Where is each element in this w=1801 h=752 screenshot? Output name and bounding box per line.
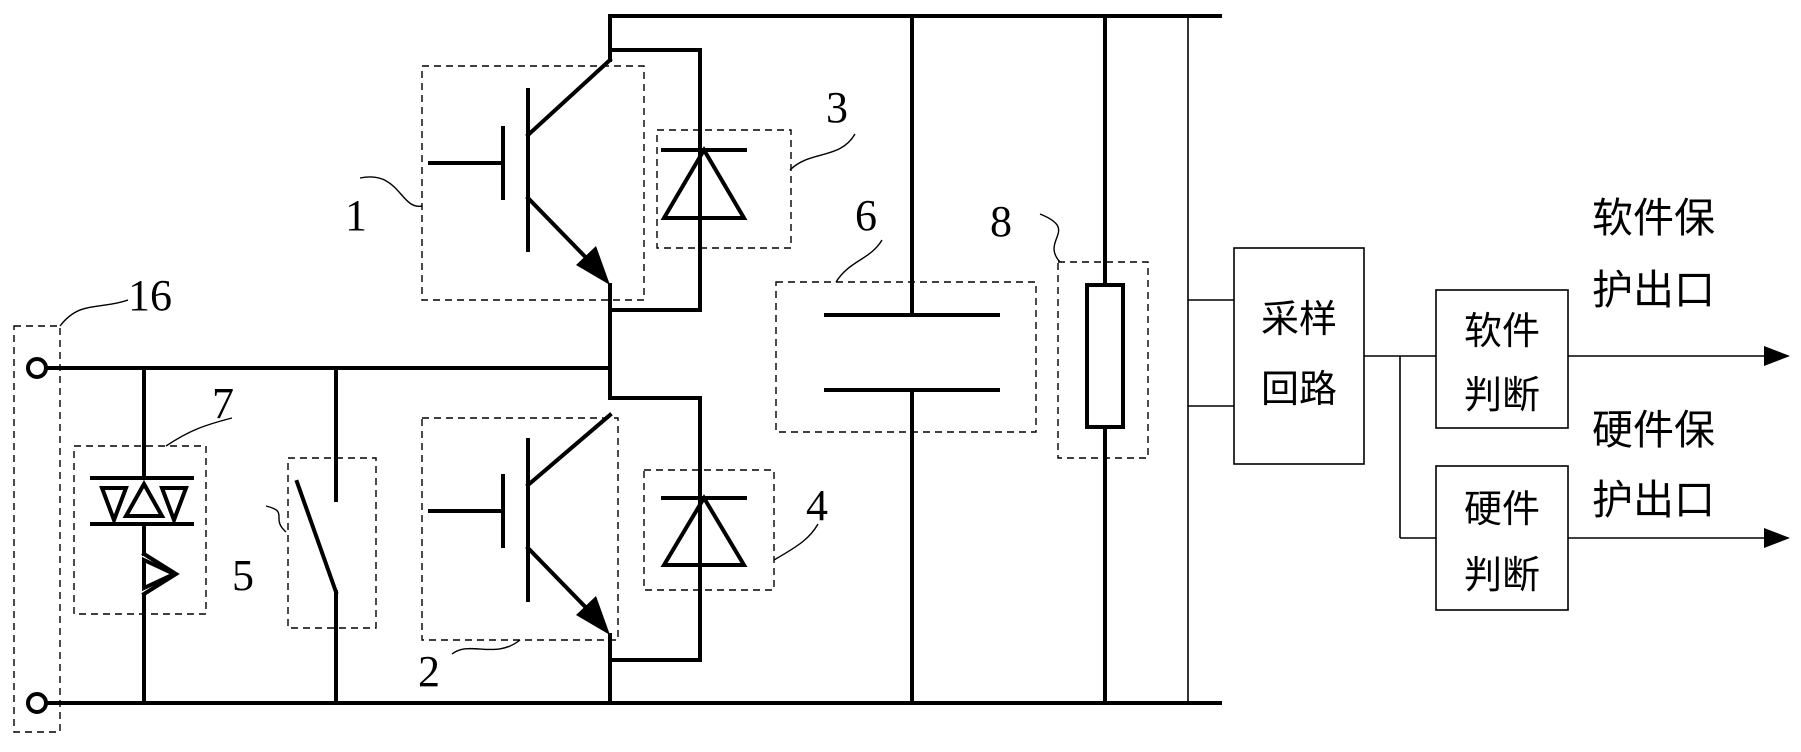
label-7: 7	[212, 379, 234, 428]
resistor	[1057, 14, 1149, 705]
soft-output-line-2: 护出口	[1592, 267, 1715, 313]
upper-igbt	[421, 48, 645, 301]
sampling-label-2: 回路	[1261, 369, 1337, 411]
soft-judge-label-1: 软件	[1464, 311, 1540, 353]
hard-judge-label-1: 硬件	[1464, 489, 1540, 531]
judgment-branch-wires	[1364, 355, 1436, 539]
label-16: 16	[128, 271, 172, 320]
leader-lines	[59, 133, 1061, 655]
hard-judge-label-2: 判断	[1464, 555, 1540, 597]
label-5: 5	[232, 551, 254, 600]
label-6: 6	[855, 191, 877, 240]
sampling-circuit-block: 采样 回路	[1233, 247, 1365, 465]
hardware-output-arrow	[1568, 528, 1790, 548]
hard-output-line-1: 硬件保	[1592, 407, 1715, 453]
soft-output-line-1: 软件保	[1592, 195, 1715, 241]
label-4: 4	[806, 481, 828, 530]
hardware-judgment-block: 硬件 判断	[1435, 465, 1569, 611]
label-1: 1	[345, 191, 367, 240]
lower-diode	[643, 469, 775, 591]
label-3: 3	[826, 83, 848, 132]
bypass-switch	[287, 366, 377, 705]
lower-freewheel-loop	[608, 396, 702, 662]
soft-judge-label-2: 判断	[1464, 375, 1540, 417]
hardware-output-label: 硬件保 护出口	[1592, 407, 1715, 523]
upper-diode	[656, 129, 792, 249]
software-judgment-block: 软件 判断	[1435, 289, 1569, 429]
label-8: 8	[990, 197, 1012, 246]
lower-igbt	[421, 412, 619, 641]
software-output-label: 软件保 护出口	[1592, 195, 1715, 313]
reference-numbers: 1 2 3 4 5 6 7 8 16	[128, 83, 1012, 696]
bidirectional-tvs	[73, 366, 207, 705]
upper-freewheel-loop	[608, 48, 702, 312]
sampling-taps	[1187, 16, 1234, 703]
capacitor	[775, 14, 1037, 705]
software-output-arrow	[1568, 346, 1790, 366]
input-terminals	[13, 325, 61, 733]
label-2: 2	[418, 647, 440, 696]
sampling-label-1: 采样	[1261, 299, 1337, 341]
hard-output-line-2: 护出口	[1592, 477, 1715, 523]
